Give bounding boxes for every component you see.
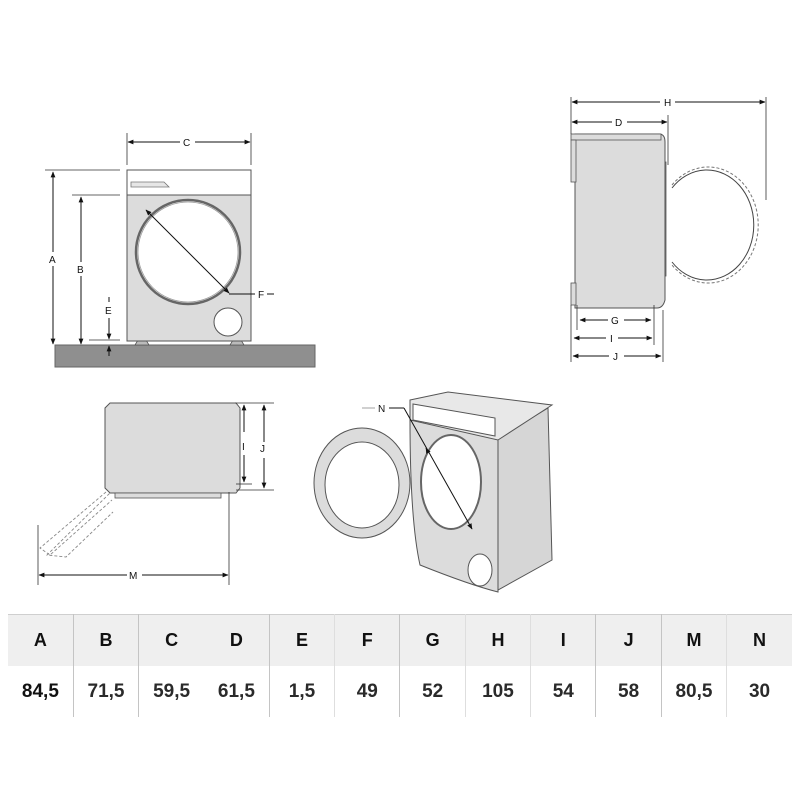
label-j: J: [613, 352, 618, 363]
value-e: 1,5: [268, 666, 335, 717]
machine-body-top: [104, 402, 241, 494]
value-m: 80,5: [660, 666, 727, 717]
perspective-view: N: [313, 391, 554, 593]
machine-body-side: [574, 133, 666, 309]
dimensions-table: A B C D E F G H I J M N 84,5 71,5 59,5 6…: [8, 614, 792, 717]
label-top-j: J: [260, 444, 265, 455]
header-j: J: [595, 614, 662, 666]
filter-cover: [213, 307, 243, 337]
label-g: G: [611, 316, 619, 327]
value-a: 84,5: [8, 666, 74, 717]
dimensions-header-row: A B C D E F G H I J M N: [8, 614, 792, 666]
header-m: M: [660, 614, 727, 666]
header-a: A: [8, 614, 74, 666]
dimension-drawings: F C A B E: [37, 97, 767, 593]
label-d: D: [615, 118, 622, 129]
top-view: I J M: [37, 402, 274, 585]
header-b: B: [72, 614, 139, 666]
front-view: F C A B E: [45, 133, 316, 368]
header-c: C: [138, 614, 204, 666]
value-d: 61,5: [203, 666, 270, 717]
dimensions-value-row: 84,5 71,5 59,5 61,5 1,5 49 52 105 54 58 …: [8, 666, 792, 717]
label-f: F: [258, 290, 264, 301]
value-h: 105: [464, 666, 531, 717]
label-h: H: [664, 98, 671, 109]
label-e: E: [105, 306, 112, 317]
header-g: G: [399, 614, 466, 666]
value-n: 30: [726, 666, 792, 717]
header-i: I: [530, 614, 596, 666]
value-g: 52: [399, 666, 466, 717]
value-b: 71,5: [72, 666, 139, 717]
label-a: A: [49, 255, 56, 266]
floor: [54, 344, 316, 368]
value-c: 59,5: [138, 666, 204, 717]
label-top-i: I: [242, 442, 245, 453]
header-f: F: [334, 614, 400, 666]
header-n: N: [726, 614, 792, 666]
label-i: I: [610, 334, 613, 345]
label-m: M: [129, 571, 137, 582]
header-h: H: [464, 614, 531, 666]
side-view: H D G I J: [570, 97, 767, 363]
label-n: N: [378, 404, 385, 415]
value-j: 58: [595, 666, 662, 717]
header-d: D: [203, 614, 270, 666]
header-e: E: [268, 614, 335, 666]
value-i: 54: [530, 666, 596, 717]
label-b: B: [77, 265, 84, 276]
value-f: 49: [334, 666, 400, 717]
label-c: C: [183, 138, 190, 149]
